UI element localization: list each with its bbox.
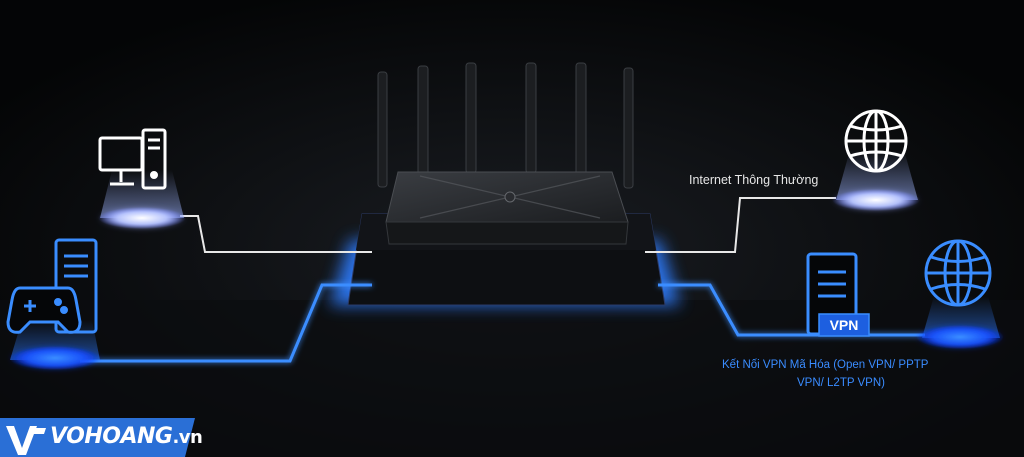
gaming-connection-line bbox=[80, 283, 372, 363]
internet-label: Internet Thông Thường bbox=[689, 173, 819, 187]
gamepad-icon bbox=[6, 286, 82, 334]
brand-logo-icon bbox=[6, 426, 46, 455]
vpn-server-icon: VPN bbox=[806, 252, 870, 337]
globe-icon-vpn bbox=[924, 239, 992, 307]
vpn-label-line-2: VPN/ L2TP VPN) bbox=[797, 377, 885, 389]
router-icon bbox=[377, 62, 634, 245]
brand-name-main: VOHOANG bbox=[50, 424, 173, 449]
brand-suffix: .vn bbox=[172, 427, 203, 448]
vpn-badge-text: VPN bbox=[830, 317, 859, 333]
floor bbox=[0, 300, 1024, 457]
logo-background bbox=[0, 418, 195, 457]
internet-connection-line bbox=[645, 197, 836, 253]
vpn-platform bbox=[916, 296, 1004, 349]
globe-icon bbox=[844, 109, 908, 173]
vpn-label-line-1: Kết Nối VPN Mã Hóa (Open VPN/ PPTP bbox=[722, 359, 929, 371]
pc-connection-line bbox=[180, 215, 372, 253]
desktop-computer-icon bbox=[98, 128, 167, 190]
brand-name: VOHOANG.vn bbox=[50, 424, 203, 449]
